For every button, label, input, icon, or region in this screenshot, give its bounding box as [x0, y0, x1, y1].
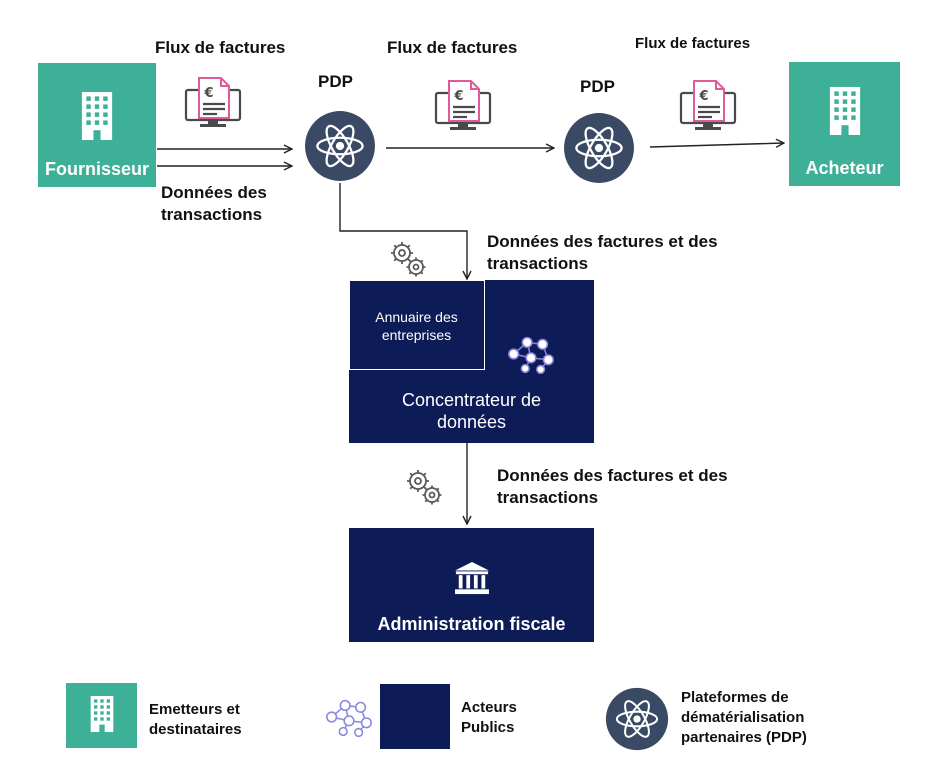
gears-icon — [388, 239, 428, 279]
administration-box: Administration fiscale — [349, 528, 594, 642]
legend-acteurs-label: Acteurs Publics — [461, 699, 517, 736]
flow-label-donnees-transactions: Données des transactions — [161, 183, 267, 224]
legend-emetteurs-label: Emetteurs et destinataires — [149, 701, 242, 738]
fournisseur-label: Fournisseur — [44, 159, 150, 179]
acheteur-box: Acheteur — [789, 62, 900, 186]
concentrateur-label: Concentrateur de données — [401, 390, 542, 432]
flow-label-flux-1: Flux de factures — [155, 38, 286, 57]
flow-label-flux-2: Flux de factures — [387, 38, 518, 57]
gears-icon — [404, 467, 444, 507]
arrow-icon — [649, 143, 784, 147]
network-icon — [504, 334, 558, 374]
legend-emetteurs-swatch — [66, 683, 137, 748]
flow-label-donnees-factures-2: Données des factures et des transactions — [497, 466, 728, 507]
invoice-monitor-icon — [183, 76, 243, 128]
building-icon — [90, 695, 114, 733]
invoice-monitor-icon — [433, 79, 493, 131]
pdp-label-2: PDP — [580, 77, 615, 96]
arrow-icon — [339, 183, 467, 279]
building-icon — [829, 86, 861, 136]
building-icon — [81, 91, 113, 141]
network-icon — [322, 697, 376, 737]
invoice-monitor-icon — [678, 79, 738, 131]
annuaire-label: Annuaire des entreprises — [375, 309, 458, 343]
atom-icon — [563, 112, 635, 184]
bank-icon — [453, 561, 491, 595]
flow-label-donnees-factures-1: Données des factures et des transactions — [487, 232, 718, 273]
flow-label-flux-3: Flux de factures — [635, 35, 751, 52]
administration-label: Administration fiscale — [377, 614, 566, 634]
annuaire-box: Annuaire des entreprises — [349, 280, 485, 370]
legend-acteurs-swatch — [380, 684, 450, 749]
acheteur-label: Acheteur — [805, 158, 884, 178]
atom-icon — [304, 110, 376, 182]
atom-icon — [605, 687, 669, 751]
pdp-label-1: PDP — [318, 72, 353, 91]
legend-plateformes-label: Plateformes de dématérialisation partena… — [681, 689, 807, 746]
fournisseur-box: Fournisseur — [38, 63, 156, 187]
